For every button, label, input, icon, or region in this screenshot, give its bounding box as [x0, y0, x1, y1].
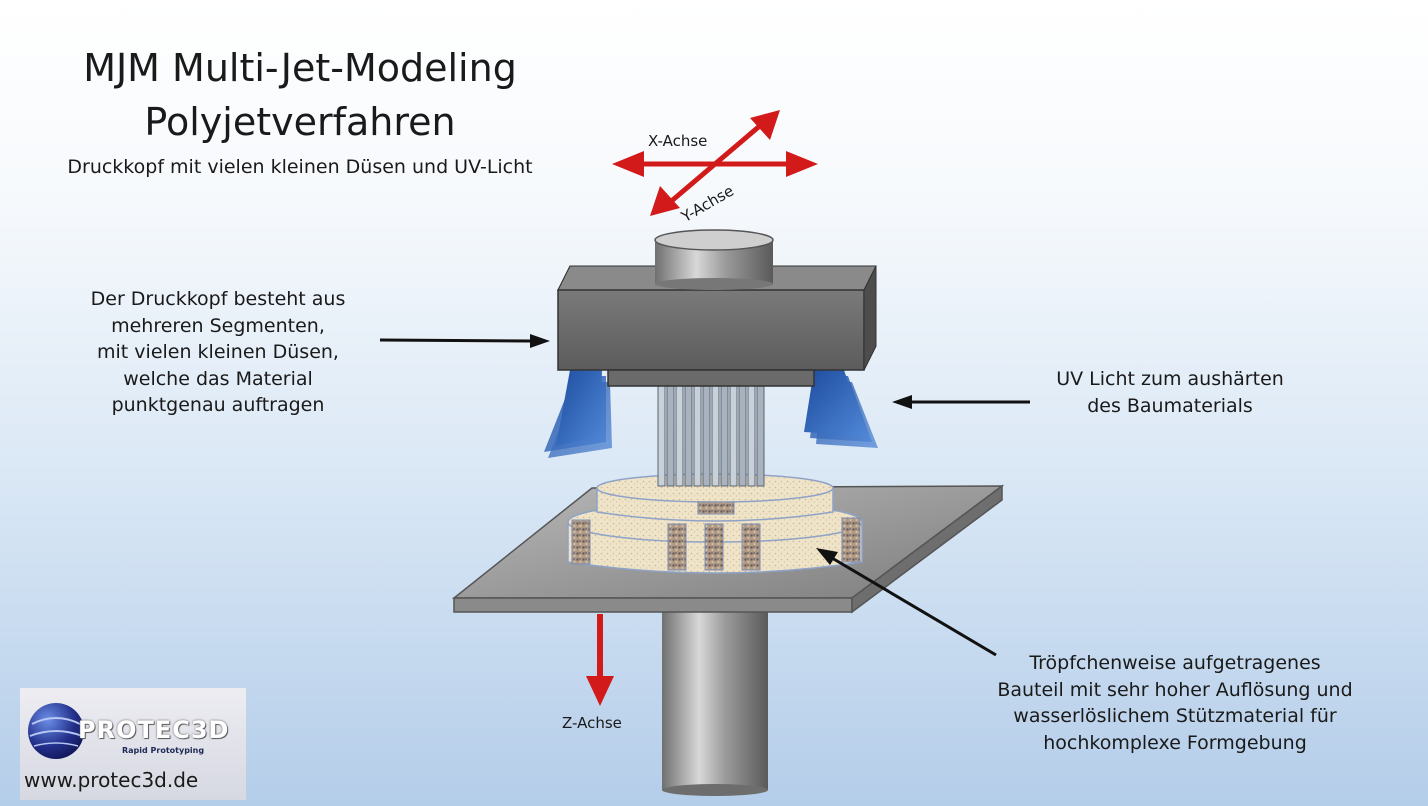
- nozzle: [675, 385, 684, 487]
- note-uv-light: UV Licht zum aushärten des Baumaterials: [1010, 366, 1330, 419]
- support-pillar: [741, 523, 761, 571]
- note-line: wasserlöslichem Stützmaterial für: [1013, 705, 1337, 728]
- nozzle: [729, 385, 738, 487]
- support-pillar: [704, 523, 724, 571]
- nozzle: [711, 385, 720, 487]
- z-axis-arrow: [586, 614, 614, 706]
- title-line-1: MJM Multi-Jet-Modeling: [83, 46, 517, 90]
- logo-tagline: Rapid Prototyping: [122, 746, 205, 755]
- note-line: mehreren Segmenten,: [111, 314, 325, 337]
- nozzle-array: [657, 385, 765, 487]
- note-line: UV Licht zum aushärten: [1056, 368, 1284, 390]
- support-insert: [697, 501, 735, 515]
- support-pillar: [841, 517, 861, 563]
- nozzle: [756, 385, 765, 487]
- note-line: Der Druckkopf besteht aus: [90, 288, 346, 310]
- support-pillar: [667, 523, 687, 571]
- y-axis-arrow: [650, 110, 780, 216]
- nozzle: [684, 385, 693, 487]
- globe-icon: [28, 703, 84, 759]
- z-axis-label: Z-Achse: [562, 714, 622, 732]
- nozzle: [657, 385, 666, 487]
- nozzle: [702, 385, 711, 487]
- pointer-arrow-uv: [892, 395, 1030, 409]
- title-line-2: Polyjetverfahren: [144, 100, 456, 144]
- pointer-arrow-head: [379, 334, 550, 348]
- logo-url: www.protec3d.de: [24, 768, 199, 792]
- x-axis-label: X-Achse: [648, 132, 707, 150]
- subtitle: Druckkopf mit vielen kleinen Düsen und U…: [67, 156, 533, 178]
- note-line: des Baumaterials: [1087, 394, 1253, 417]
- pointer-arrow-part: [816, 548, 997, 657]
- nozzle: [738, 385, 747, 487]
- protec3d-logo: PROTEC3D Rapid Prototyping www.protec3d.…: [20, 688, 246, 800]
- note-line: Tröpfchenweise aufgetragenes: [1029, 652, 1321, 674]
- nozzle: [747, 385, 756, 487]
- note-line: punktgenau auftragen: [111, 394, 325, 417]
- nozzle: [693, 385, 702, 487]
- printed-part: [567, 473, 863, 574]
- uv-lamp-right: [804, 370, 878, 448]
- nozzle: [720, 385, 729, 487]
- print-head: [557, 229, 877, 387]
- note-line: mit vielen kleinen Düsen,: [97, 341, 339, 364]
- note-line: Bauteil mit sehr hoher Auflösung und: [997, 678, 1353, 701]
- support-pillar: [571, 519, 591, 565]
- nozzle: [666, 385, 675, 487]
- note-printed-part: Tröpfchenweise aufgetragenes Bauteil mit…: [960, 650, 1390, 756]
- note-line: welche das Material: [123, 367, 313, 390]
- note-print-head: Der Druckkopf besteht aus mehreren Segme…: [58, 286, 378, 419]
- support-column: [662, 600, 768, 790]
- uv-lamp-left: [544, 370, 612, 458]
- note-line: hochkomplexe Formgebung: [1043, 731, 1307, 754]
- logo-brand: PROTEC3D: [78, 716, 230, 744]
